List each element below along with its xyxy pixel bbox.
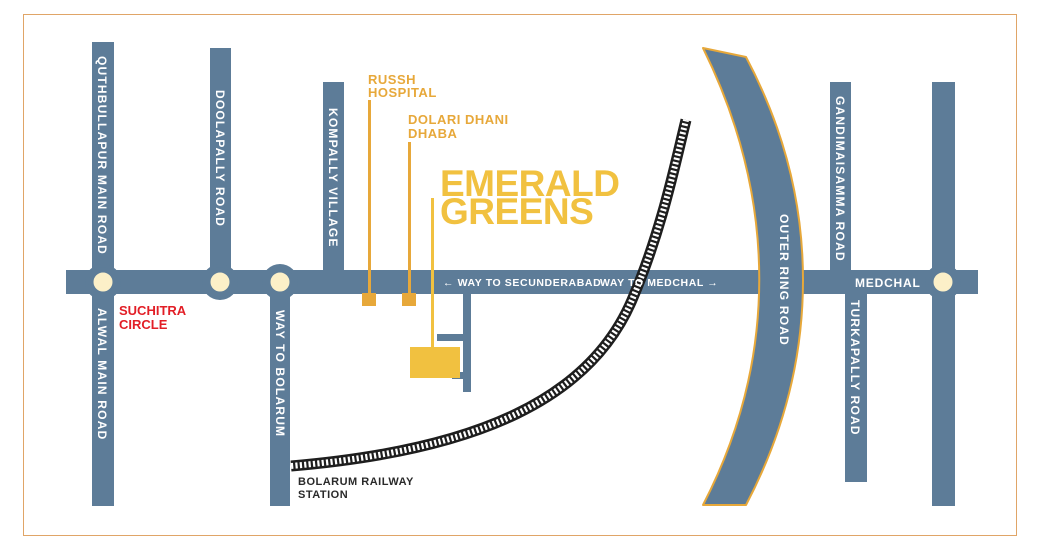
hospital-label-line2: HOSPITAL: [368, 85, 437, 100]
turkapally-road: [845, 292, 867, 482]
project-title-line1: EMERALD: [440, 163, 619, 204]
kompally-village-label: KOMPALLY VILLAGE: [326, 108, 340, 248]
outer-ring-road-label: OUTER RING ROAD: [777, 214, 791, 346]
station-label-line1: BOLARUM RAILWAY: [298, 476, 414, 488]
secunderabad-direction-label: ← WAY TO SECUNDERABAD: [443, 277, 601, 289]
side-road-branch-top: [437, 334, 465, 341]
doolapally-road-label: DOOLAPALLY ROAD: [213, 90, 227, 227]
side-road: [463, 292, 471, 392]
hospital-label-line1: RUSSH: [368, 72, 416, 87]
kompally-road: [323, 82, 344, 272]
medchal-direction-label: WAY TO MEDCHAL →: [600, 277, 718, 289]
dhaba-label-line1: DOLARI DHANI: [408, 112, 509, 127]
suchitra-circle-label-line2: CIRCLE: [119, 317, 168, 332]
bolarum-road-label: WAY TO BOLARUM: [273, 310, 287, 437]
gandimaisamma-road-label: GANDIMAISAMMA ROAD: [833, 96, 847, 262]
station-label-line2: STATION: [298, 489, 348, 501]
project-site-marker: [410, 347, 460, 378]
project-pin-line: [431, 198, 434, 348]
dhaba-label-line2: DHABA: [408, 126, 458, 141]
bolarum-road: [270, 282, 290, 506]
suchitra-circle-label-line1: SUCHITRA: [119, 303, 187, 318]
alwal-road-label: ALWAL MAIN ROAD: [95, 308, 109, 440]
map-frame: [23, 14, 1017, 536]
hospital-pin-line: [368, 100, 371, 294]
gandimaisamma-road: [830, 82, 851, 272]
dhaba-pin-line: [408, 142, 411, 294]
dhaba-pin: [402, 293, 416, 306]
outer-ring-road: [702, 47, 804, 506]
quthbullapur-road-label: QUTHBULLAPUR MAIN ROAD: [95, 56, 109, 255]
turkapally-road-label: TURKAPALLY ROAD: [848, 300, 862, 436]
hospital-pin: [362, 293, 376, 306]
railway-sleepers: [290, 119, 689, 469]
junction-circles: [85, 264, 961, 300]
doolapally-road: [210, 48, 231, 270]
project-title-line2: GREENS: [440, 191, 593, 232]
medchal-label: MEDCHAL: [855, 276, 921, 290]
